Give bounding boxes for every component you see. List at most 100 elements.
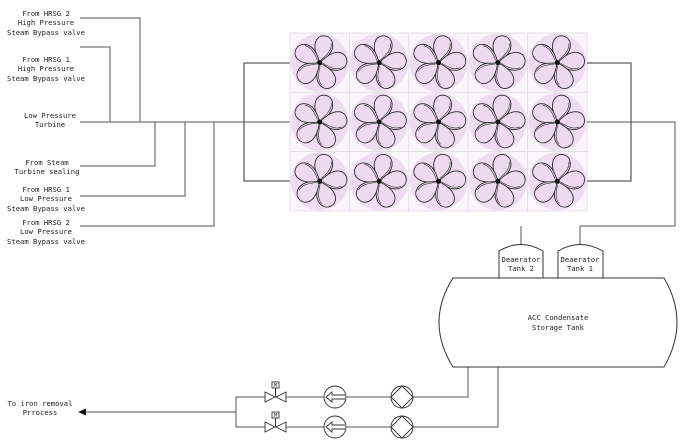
pump-1[interactable] [390,385,414,409]
check-valve-2-circle [323,415,347,439]
inlet-hrsg2-lp-line1: From HRSG 2 [22,218,70,227]
fan-blade-edge [358,63,377,72]
deaerator-1-line1: Deaerator [561,255,601,264]
left-arrow-icon [325,391,345,403]
fan-blade-edge [318,125,322,145]
condenser-fan[interactable] [467,91,529,153]
valve-2-left-triangle [264,421,277,433]
fan-hub [435,178,442,184]
condenser-fan[interactable] [408,91,469,153]
fan-blade [294,43,321,64]
fan-blade-edge [542,45,556,61]
condenser-fan[interactable] [348,91,410,153]
valve-1-right-triangle [274,391,287,403]
fan-blade-edge [483,104,496,120]
valve-2-actuator-label: M [274,413,277,419]
fan-blade-edge [476,63,496,72]
fan-blade [294,162,321,183]
condenser-fan[interactable] [408,32,469,93]
fan-blade-edge [321,43,332,61]
motor-valve-1[interactable]: M [264,381,287,403]
motor-valve-2[interactable]: M [264,411,287,433]
deaerator-tank-2-shape [498,244,544,278]
condenser-fan[interactable] [348,32,410,93]
pipe-steam-sealing [80,122,156,167]
inlet-label-hrsg1-lp: From HRSG 1 Low Pressure Steam Bypass va… [7,185,85,213]
fan-hub [376,178,382,184]
condenser-fan[interactable] [408,151,469,212]
fan-blade-edge [560,122,580,129]
fan-blade [294,103,321,124]
fan-blade-edge [437,184,441,204]
fan-blade [472,43,499,64]
fan-hub [376,60,382,66]
outlet-arrow-icon [78,408,86,416]
inlet-lp-turbine-line2: Turbine [35,120,65,129]
fan-blade-edge [364,45,378,61]
fan-blade-edge [500,62,520,70]
fan-blade [532,103,558,124]
check-valve-1[interactable] [323,385,347,409]
condenser-fan[interactable] [467,32,529,93]
condenser-fan[interactable] [467,151,529,212]
deaerator-tank-2[interactable]: Deaerator Tank 2 [498,244,544,279]
inlet-hrsg2-hp-line1: From HRSG 2 [22,9,70,18]
fan-hub [554,60,560,66]
outlet-label: To iron removal Prrocess [8,399,73,417]
check-valve-2[interactable] [323,415,347,439]
fan-blade-edge [377,125,382,145]
condenser-fan[interactable] [289,151,350,212]
deaerator-tank-1[interactable]: Deaerator Tank 1 [557,244,604,279]
inlet-hrsg2-lp-line2: Low Pressure [20,227,72,236]
fan-icon [413,94,467,149]
fan-blade [354,162,380,183]
fan-blade-edge [483,164,496,180]
condenser-fan[interactable] [348,151,410,212]
check-valve-1-circle [323,385,347,409]
fan-blade-edge [380,102,392,120]
fan-blade-edge [304,45,318,61]
fan-icon [472,94,526,149]
deaerator-tank-1-shape [557,244,604,278]
fan-blade-edge [558,161,570,179]
fan-hub [317,60,323,66]
fan-blade-edge [437,125,441,145]
condenser-fan[interactable] [289,32,350,93]
fan-blade-edge [536,182,555,191]
fan-blade-edge [322,181,342,188]
fan-blade [472,103,499,124]
fan-blade-edge [496,184,501,204]
condenser-fan[interactable] [527,151,588,212]
fan-blade-edge [298,63,317,72]
valve-1-left-triangle [264,391,277,403]
fan-blade [413,103,440,124]
fan-blade-edge [555,184,560,204]
condenser-fan-array [289,32,588,212]
fan-blade-edge [558,43,570,61]
fan-blade-edge [439,43,451,61]
deaerator-2-line1: Deaerator [502,255,542,264]
fan-hub [435,60,442,66]
valve-2-actuator-icon [271,411,280,419]
condenser-fan[interactable] [527,91,588,153]
condenser-fan[interactable] [289,91,350,153]
fan-blade-edge [364,104,378,120]
inlet-hrsg1-hp-line3: Steam Bypass valve [7,74,85,83]
fan-blade-edge [483,45,496,61]
fan-blade-edge [496,65,501,86]
pump-2[interactable] [390,415,414,439]
inlet-label-hrsg2-lp: From HRSG 2 Low Pressure Steam Bypass va… [7,218,85,246]
fan-blade-edge [364,164,378,180]
deaerator-1-line2: Tank 1 [567,264,593,273]
acc-condensate-storage-tank[interactable]: ACC Condensate Storage Tank [438,277,678,368]
valve-2-right-triangle [274,421,287,433]
fan-blade [532,43,558,64]
fan-blade-edge [441,62,461,70]
inlet-hrsg2-hp-line2: High Pressure [18,18,74,27]
fan-blade-edge [304,164,318,180]
fan-blade-edge [560,181,580,188]
condenser-fan[interactable] [527,32,588,93]
inlet-hrsg2-hp-line3: Steam Bypass valve [7,28,85,37]
fan-blade [413,162,440,183]
